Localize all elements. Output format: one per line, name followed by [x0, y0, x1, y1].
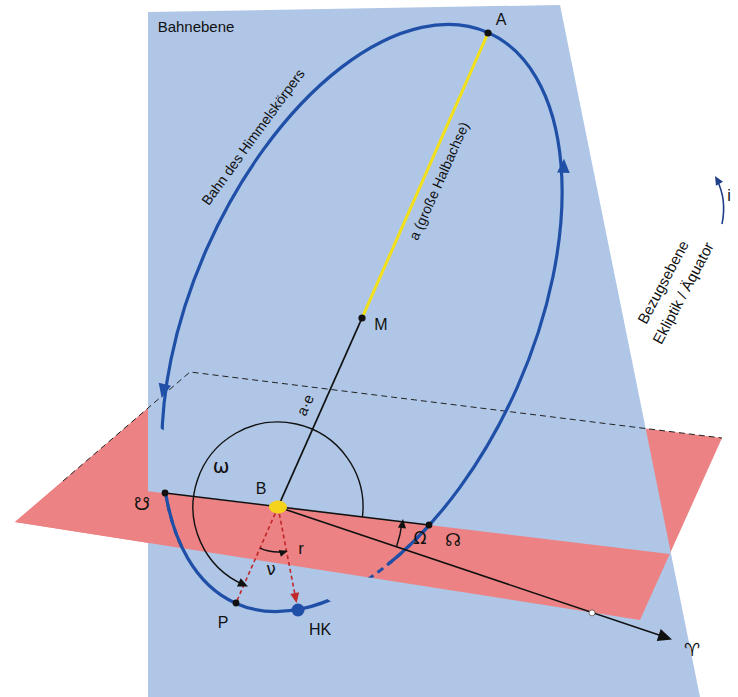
angle-label: Ω [414, 529, 427, 549]
arrowhead [279, 550, 288, 557]
central-body [269, 501, 287, 514]
orbit-hidden [81, 0, 644, 672]
reference-plane-near [15, 372, 722, 620]
body-label: HK [309, 621, 331, 639]
arrowhead [657, 629, 672, 641]
plane-title: Bahnebene [158, 18, 235, 35]
semi-major-axis [362, 33, 488, 318]
inclination-arc [717, 180, 724, 224]
focus-center-line [278, 318, 362, 507]
node-symbol: ☋ [134, 494, 150, 515]
point-label: M [374, 316, 387, 334]
equinox-symbol: ♈ [684, 640, 700, 661]
arrowhead [398, 519, 406, 528]
periapsis-line [236, 507, 278, 603]
center-dot [358, 314, 365, 321]
arrowhead [290, 592, 299, 603]
apoapsis-dot [484, 29, 491, 36]
orbit-direction-arrow [557, 159, 570, 173]
descending-node-dot [162, 490, 169, 497]
point-label: A [496, 11, 507, 29]
line-of-nodes [165, 493, 429, 525]
ascending-node-dot [426, 522, 433, 529]
plane-crossing-dot [589, 610, 595, 616]
arrowhead [237, 578, 248, 586]
point-label: B [256, 480, 267, 498]
orbit-direction-arrow [159, 383, 171, 398]
vector-label: r [298, 539, 304, 559]
arrowhead [715, 176, 723, 186]
angle-label: ν [266, 560, 276, 580]
orbit [81, 0, 644, 672]
omega-arc [193, 422, 363, 585]
vernal-direction [278, 507, 662, 636]
periapsis-dot [233, 600, 240, 607]
body-dot [292, 604, 305, 617]
angle-label: i [727, 187, 731, 205]
angle-label: ω [213, 455, 230, 478]
point-label: P [218, 614, 229, 632]
radius-vector [278, 507, 296, 600]
node-symbol: ☊ [445, 530, 461, 551]
